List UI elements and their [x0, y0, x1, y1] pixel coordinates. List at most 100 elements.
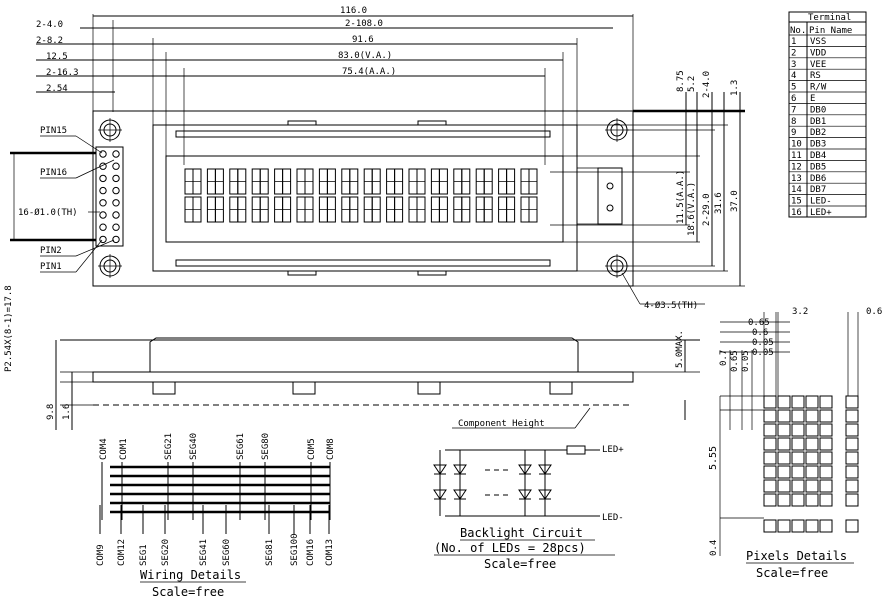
wiring-bottom-label: COM12 — [117, 539, 127, 566]
char-cell — [430, 196, 448, 223]
pixel-dot — [845, 465, 859, 479]
pixel-dot — [805, 493, 819, 507]
pixel-dot — [763, 423, 777, 437]
char-cell — [296, 168, 314, 195]
pixel-dot — [845, 451, 859, 465]
right-dimensions: 8.75 5.2 2-4.0 1.3 11.5(A.A.) 18.6(V.A.)… — [550, 70, 745, 311]
dim-active-area: 75.4(A.A.) — [342, 67, 396, 77]
side-view: 5.0MAX. 9.8 1.6 Component Height — [46, 330, 700, 430]
table-pin-no: 10 — [791, 140, 802, 150]
pin-hole — [99, 211, 107, 219]
pixel-dot — [791, 437, 805, 451]
table-pin-no: 8 — [791, 117, 796, 127]
pin2-label: PIN2 — [40, 246, 62, 256]
pixel-dot — [763, 437, 777, 451]
pix-dim-5: 0.05 — [752, 338, 774, 348]
pix-dim-11: 0.4 — [709, 540, 719, 556]
table-title: Terminal — [808, 13, 851, 23]
pixel-dot — [763, 465, 777, 479]
pixel-dot — [805, 479, 819, 493]
wiring-top-label: SEG80 — [261, 433, 271, 460]
wiring-top-label: COM5 — [307, 438, 317, 460]
table-pin-no: 15 — [791, 197, 802, 207]
pixel-dot — [791, 423, 805, 437]
pin-hole — [99, 235, 107, 244]
wiring-bottom-label: SEG20 — [161, 539, 171, 566]
wiring-top-label: COM8 — [326, 438, 336, 460]
pixel-dot — [845, 409, 859, 423]
table-pin-name: DB4 — [810, 151, 826, 161]
pixel-dot — [763, 479, 777, 493]
pix-dim-1: 3.2 — [792, 307, 808, 317]
pixel-dot — [819, 479, 833, 493]
bezel-bottom-strip — [175, 259, 551, 267]
led-icon — [433, 489, 447, 500]
pixel-dot — [777, 493, 791, 507]
mounting-hole — [98, 118, 122, 142]
led-icon — [518, 464, 532, 475]
top-dimensions: 116.0 2-4.0 2-108.0 2-8.2 91.6 12.5 83.0… — [36, 6, 634, 165]
pin-hole — [99, 150, 107, 158]
wiring-top-label: SEG61 — [236, 433, 246, 460]
pixel-dot — [819, 395, 833, 409]
table-pin-name: DB7 — [810, 185, 826, 195]
pixel-dot — [845, 493, 859, 507]
char-cell — [520, 168, 538, 195]
table-pin-no: 5 — [791, 83, 796, 93]
pixel-dot — [819, 423, 833, 437]
pin-hole — [112, 211, 120, 219]
pin-hole — [112, 162, 120, 170]
wiring-bottom-label: SEG100 — [290, 533, 300, 566]
pixel-dot — [763, 409, 777, 423]
pix-dim-4: 0.6 — [752, 328, 768, 338]
wiring-bottom-label: SEG81 — [265, 539, 275, 566]
table-col-no: No. — [790, 26, 806, 36]
dim-r9: 37.0 — [730, 190, 740, 212]
table-pin-no: 11 — [791, 151, 802, 161]
table-pin-name: VSS — [810, 37, 826, 47]
pin-pitch-label: P2.54X(8-1)=17.8 — [4, 285, 14, 372]
pixel-dot — [845, 479, 859, 493]
dim-pin-pitch: 2.54 — [46, 84, 68, 94]
pin-hole — [112, 235, 120, 244]
dim-bezel-offset: 2-8.2 — [36, 36, 63, 46]
table-pin-no: 12 — [791, 162, 802, 172]
dim-r2: 5.2 — [687, 76, 697, 92]
pcb-side — [92, 371, 634, 383]
dim-overall-width: 116.0 — [340, 6, 367, 16]
pixel-dot — [845, 395, 859, 409]
pixel-dot — [777, 409, 791, 423]
pixel-dot — [805, 409, 819, 423]
bezel-side — [149, 337, 579, 372]
char-cell — [475, 196, 493, 223]
pixels-details: 3.2 0.6 0.65 0.6 0.05 0.05 0.7 0.65 0.05… — [708, 307, 882, 580]
table-pin-no: 2 — [791, 48, 796, 58]
viewing-area — [165, 155, 564, 243]
dim-hole-spacing: 2-108.0 — [345, 19, 383, 29]
led-icon — [453, 464, 467, 475]
table-pin-name: DB2 — [810, 128, 826, 138]
pin-hole — [112, 223, 120, 231]
pixel-dot — [791, 493, 805, 507]
char-cell — [520, 196, 538, 223]
dim-r6: 18.6(V.A.) — [687, 182, 697, 236]
table-pin-name: RS — [810, 71, 821, 81]
wiring-bottom-label: SEG60 — [222, 539, 232, 566]
dim-h3: 1.6 — [62, 404, 72, 420]
char-cell — [453, 196, 471, 223]
pix-dim-6: 0.05 — [752, 348, 774, 358]
dim-max-height: 5.0MAX. — [675, 330, 685, 368]
char-cell — [498, 168, 516, 195]
pcb-outline — [92, 110, 634, 287]
pin-hole — [112, 199, 120, 207]
dim-r4: 1.3 — [730, 80, 740, 96]
pixel-dot — [763, 451, 777, 465]
resistor-symbol — [566, 445, 586, 455]
pixel-dot — [791, 451, 805, 465]
pixel-dot — [845, 423, 859, 437]
pixel-dot — [777, 395, 791, 409]
wiring-top-label: COM4 — [99, 438, 109, 460]
dim-r7: 2-29.0 — [702, 193, 712, 226]
